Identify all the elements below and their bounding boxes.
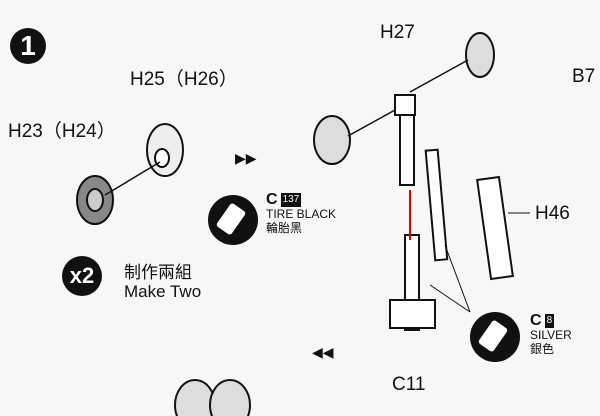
paint-name: SILVER (530, 328, 572, 343)
step-number: 1 (10, 28, 46, 64)
part-label-b7: B7 (572, 66, 596, 87)
next-step-wheels (174, 379, 251, 416)
paint-number: 137 (280, 193, 302, 207)
part-label-h25: H25（H26） (130, 69, 238, 90)
wheel-h23 (76, 175, 114, 225)
part-h46 (476, 175, 514, 281)
svg-text:◀◀: ◀◀ (312, 344, 334, 360)
svg-text:▶▶: ▶▶ (235, 150, 257, 166)
make-two-zh: 制作兩組 (124, 263, 192, 282)
paint-brush-icon (470, 312, 520, 362)
part-label-h46: H46 (535, 203, 570, 224)
make-two-badge: x2 (62, 256, 102, 296)
assembly-arrow (104, 161, 161, 196)
landing-gear-strut (389, 94, 449, 331)
part-label-c11: C11 (392, 374, 426, 395)
wheel-h25 (146, 123, 184, 177)
part-label-h23: H23（H24） (8, 121, 116, 142)
paint-name: TIRE BLACK (266, 207, 337, 222)
paint-number: 8 (544, 314, 555, 328)
paint-brush-icon (208, 195, 258, 245)
paint-code: C (266, 191, 278, 209)
wheel-h27 (313, 32, 495, 165)
paint-code: C (530, 312, 542, 330)
paint-name-zh: 銀色 (530, 342, 555, 357)
make-two-en: Make Two (124, 282, 202, 301)
part-label-h27: H27 (380, 22, 415, 43)
paint-name-zh: 輪胎黑 (266, 221, 303, 236)
